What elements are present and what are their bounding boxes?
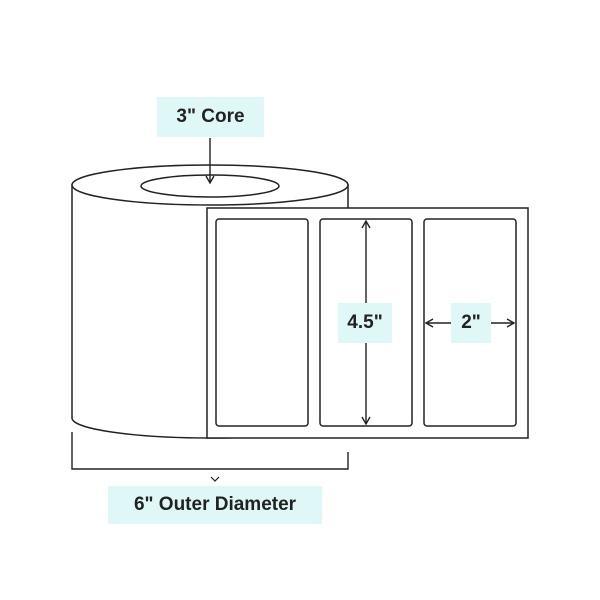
label-1 (215, 218, 309, 427)
label-width-label: 2" (451, 303, 491, 343)
core-size-label: 3" Core (157, 97, 264, 137)
diameter-bracket-icon (71, 432, 349, 470)
label-height-label: 4.5" (338, 303, 392, 343)
diameter-chevron-icon (210, 476, 220, 482)
outer-diameter-label: 6" Outer Diameter (108, 486, 322, 524)
